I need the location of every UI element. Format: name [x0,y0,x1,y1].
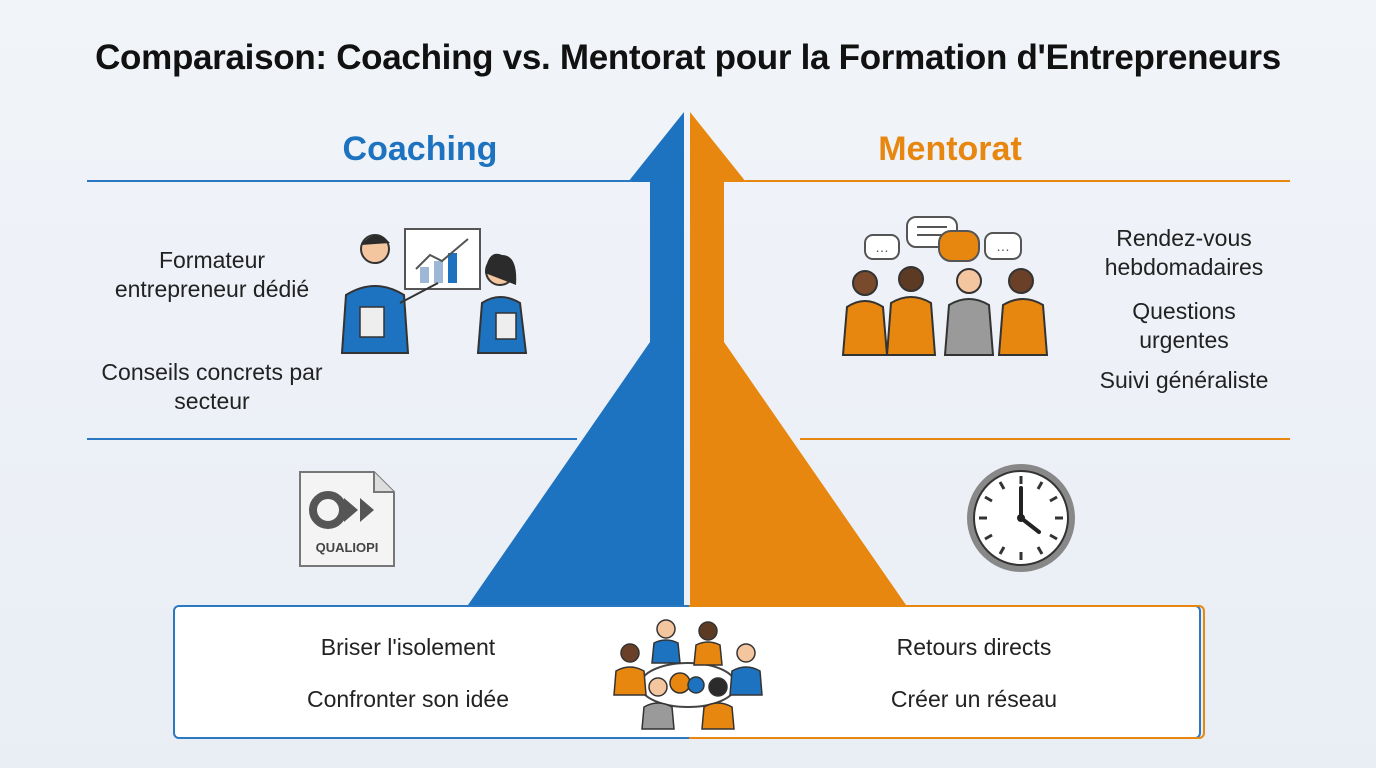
mentorat-item-weekly: Rendez-vous hebdomadaires [1104,225,1264,280]
mentorat-heading: Mentorat [878,130,1022,168]
coaching-item-trainer: Formateur entrepreneur dédié [114,247,310,302]
mentorat-item-general: Suivi généraliste [1099,367,1269,393]
coaching-bottom-rule [87,438,577,440]
round-table-meeting-icon [613,619,763,730]
coaching-heading: Coaching [342,130,498,168]
coaching-arrow [468,112,684,605]
group-discussion-icon: … … [841,216,1049,356]
svg-text:…: … [875,239,889,255]
shared-item-confront: Confronter son idée [306,686,509,712]
mentorat-bottom-rule [800,438,1290,440]
coaching-item-advice: Conseils concrets par secteur [101,359,323,414]
qualiopi-logo: QUALIOPI [299,471,395,567]
mentorat-arrow [690,112,906,605]
svg-text:…: … [996,238,1010,254]
shared-item-isolation: Briser l'isolement [320,634,496,660]
coach-presenting-chart-icon [340,228,528,354]
mentorat-item-urgent: Questions urgentes [1132,298,1236,353]
mentorat-top-rule [745,180,1290,182]
shared-item-feedback: Retours directs [896,634,1052,660]
shared-item-network: Créer un réseau [890,686,1058,712]
coaching-top-rule [87,180,632,182]
shared-panel-orange-edge [689,605,1205,739]
clock-icon [967,464,1075,572]
qualiopi-text: QUALIOPI [316,540,379,555]
page-title: Comparaison: Coaching vs. Mentorat pour … [95,38,1281,77]
